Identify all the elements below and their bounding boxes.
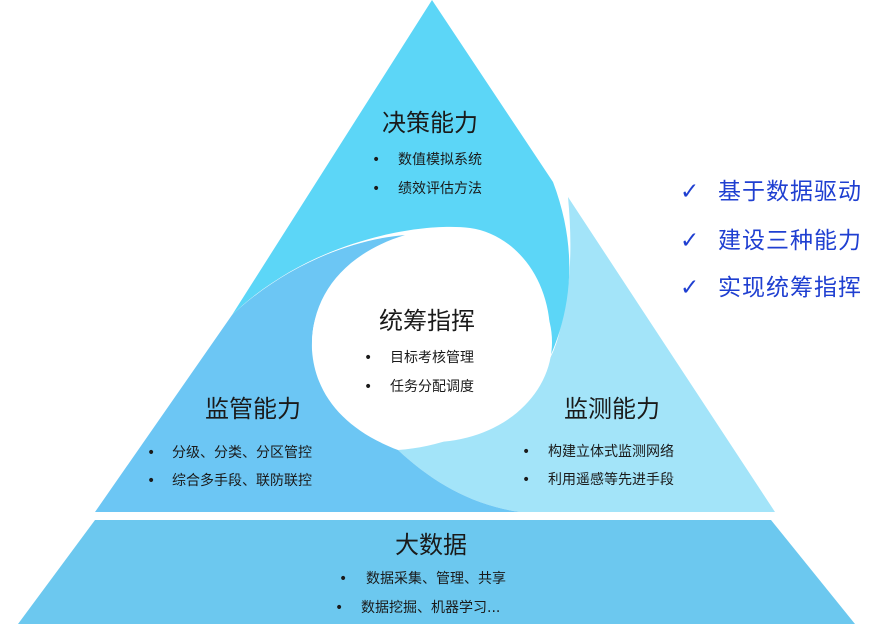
supervision-item-2: 综合多手段、联防联控 — [172, 472, 312, 489]
supervision-bullet-1: • — [147, 445, 155, 461]
center-bullet-1: • — [364, 350, 372, 366]
checklist-label-3: 实现统筹指挥 — [718, 275, 862, 301]
check-icon: ✓ — [680, 228, 701, 254]
center-title: 统筹指挥 — [379, 307, 475, 335]
decision-item-1: 数值模拟系统 — [398, 152, 482, 168]
check-icon: ✓ — [680, 179, 701, 205]
decision-region — [232, 0, 570, 360]
checklist-item-3: ✓ 实现统筹指挥 — [680, 268, 862, 302]
supervision-item-1: 分级、分类、分区管控 — [172, 445, 312, 461]
checklist-label-2: 建设三种能力 — [718, 228, 862, 254]
decision-bullet-1: • — [372, 152, 380, 168]
center-bullet-2: • — [364, 379, 372, 395]
supervision-title: 监管能力 — [205, 395, 301, 423]
center-ellipse — [312, 242, 552, 442]
decision-title: 决策能力 — [382, 109, 478, 137]
check-icon: ✓ — [680, 275, 701, 301]
monitoring-title: 监测能力 — [564, 395, 660, 423]
monitoring-item-1: 构建立体式监测网络 — [548, 444, 674, 460]
monitoring-region — [398, 197, 775, 512]
decision-bullet-2: • — [372, 181, 380, 197]
supervision-region — [95, 235, 520, 512]
bigdata-item-1: 数据采集、管理、共享 — [366, 570, 506, 587]
bigdata-bullet-2: • — [335, 600, 343, 616]
checklist-item-2: ✓ 建设三种能力 — [680, 221, 862, 255]
bigdata-layer — [18, 520, 855, 624]
monitoring-bullet-1: • — [522, 444, 530, 460]
bigdata-title: 大数据 — [395, 531, 467, 559]
center-item-2: 任务分配调度 — [390, 379, 474, 395]
bigdata-bullet-1: • — [339, 571, 347, 587]
checklist-item-1: ✓ 基于数据驱动 — [680, 172, 862, 206]
center-item-1: 目标考核管理 — [390, 350, 474, 366]
decision-item-2: 绩效评估方法 — [398, 181, 482, 197]
supervision-bullet-2: • — [147, 473, 155, 489]
checklist-label-1: 基于数据驱动 — [718, 179, 862, 205]
bigdata-item-2: 数据挖掘、机器学习... — [361, 600, 500, 616]
monitoring-item-2: 利用遥感等先进手段 — [548, 471, 674, 488]
monitoring-bullet-2: • — [522, 472, 530, 488]
